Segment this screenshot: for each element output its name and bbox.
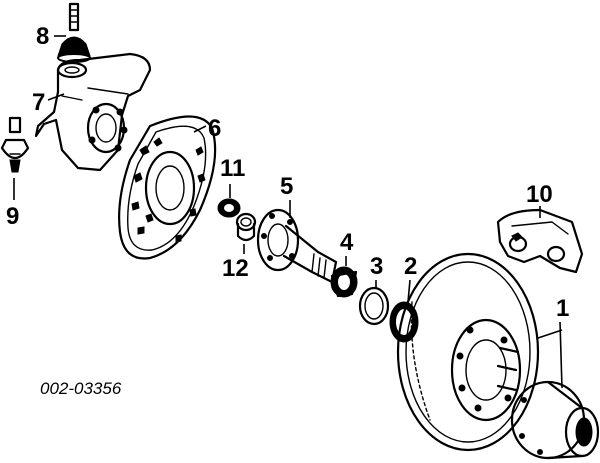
lower-ball-joint bbox=[0, 116, 30, 173]
callout-8: 8 bbox=[36, 23, 49, 50]
upper-ball-joint bbox=[57, 2, 91, 63]
spindle-bushing bbox=[235, 212, 257, 242]
inner-seal bbox=[217, 198, 241, 218]
callout-12: 12 bbox=[222, 255, 249, 282]
callout-10: 10 bbox=[526, 181, 553, 208]
caliper-bracket bbox=[496, 208, 584, 274]
wheel-bearing bbox=[330, 266, 358, 298]
steering-knuckle bbox=[34, 52, 152, 172]
bearing-race bbox=[358, 286, 390, 326]
callout-11: 11 bbox=[220, 155, 245, 182]
spindle bbox=[256, 208, 338, 284]
callout-3: 3 bbox=[370, 253, 383, 280]
callout-9: 9 bbox=[6, 203, 19, 230]
dust-shield bbox=[118, 115, 217, 260]
callout-1: 1 bbox=[556, 295, 569, 322]
callout-2: 2 bbox=[404, 253, 417, 280]
part-number-label: 002-03356 bbox=[40, 379, 122, 398]
rotor-hub-assembly bbox=[396, 252, 600, 460]
callout-4: 4 bbox=[340, 229, 354, 256]
callout-6: 6 bbox=[208, 115, 221, 142]
callout-7: 7 bbox=[32, 89, 45, 116]
callout-5: 5 bbox=[280, 173, 293, 200]
